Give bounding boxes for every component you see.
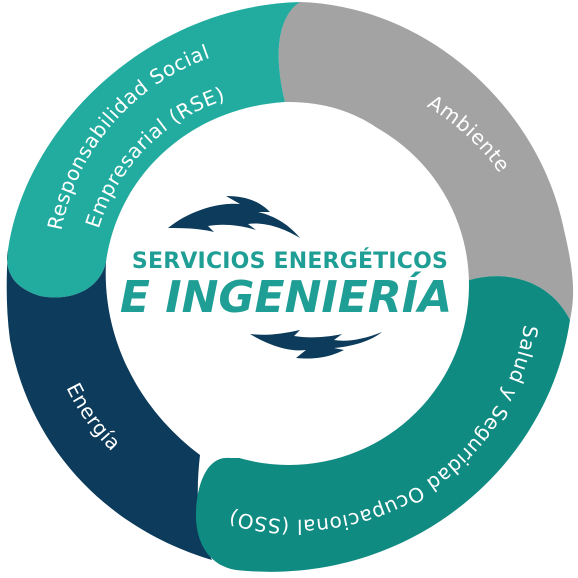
segment-energia	[6, 250, 212, 560]
logo-line2: E INGENIERÍA	[120, 270, 452, 323]
segment-rse	[7, 2, 301, 298]
logo-line1: SERVICIOS ENERGÉTICOS	[132, 248, 448, 274]
segment-ambiente	[278, 2, 574, 320]
bolt-top-icon	[168, 196, 300, 238]
logo: SERVICIOS ENERGÉTICOS E INGENIERÍA	[120, 196, 452, 359]
bolt-bottom-icon	[250, 330, 382, 359]
center-disc	[109, 105, 469, 465]
